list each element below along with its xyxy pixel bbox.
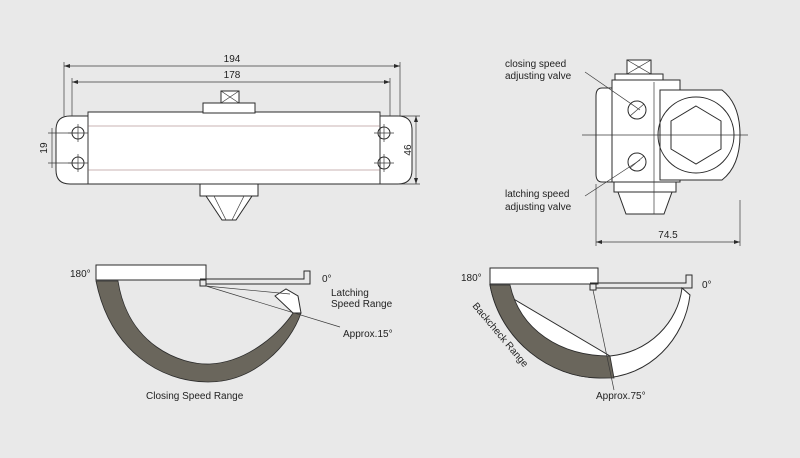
latching-valve-label-1: latching speed <box>505 189 570 200</box>
dimension-46: 46 <box>398 115 420 185</box>
dimension-19: 19 <box>39 128 78 168</box>
front-view: 194 178 19 46 <box>39 54 420 221</box>
latching-label-2: Speed Range <box>331 299 393 310</box>
dimension-178: 178 <box>71 70 391 116</box>
pinion-top <box>202 90 256 114</box>
backcheck-closed-arm <box>590 274 693 289</box>
latch-angle-leader <box>205 285 341 328</box>
closer-body <box>87 111 381 185</box>
closing-speed-diagram: 180° 0° Latching Speed Range Approx.15° … <box>70 264 393 402</box>
side-view: closing speed adjusting valve latching s… <box>505 59 748 246</box>
closed-arm <box>200 270 311 285</box>
dimension-74-5: 74.5 <box>595 184 741 246</box>
side-pinion <box>614 59 664 81</box>
hex-spindle <box>670 105 722 165</box>
dim-194-label: 194 <box>224 54 241 65</box>
backcheck-door-leaf <box>489 267 599 285</box>
dimension-194: 194 <box>63 54 401 116</box>
leader-latching-valve <box>584 159 641 197</box>
closing-angle-0: 0° <box>322 274 332 285</box>
latching-label-1: Latching <box>331 288 369 299</box>
backcheck-angle-0: 0° <box>702 280 712 291</box>
latching-valve <box>627 152 647 172</box>
dim-46-label: 46 <box>403 144 414 156</box>
latching-valve-label-2: adjusting valve <box>505 202 572 213</box>
closing-valve <box>627 100 647 120</box>
dim-19-label: 19 <box>39 142 50 154</box>
closing-range-band <box>95 280 302 383</box>
leader-closing-valve <box>584 71 641 111</box>
backcheck-diagram: 180° 0° Backcheck Range Approx.75° <box>461 267 712 402</box>
backcheck-range-band <box>489 284 615 379</box>
closing-valve-label-2: adjusting valve <box>505 71 572 82</box>
closing-valve-label-1: closing speed <box>505 59 566 70</box>
backcheck-angle-180: 180° <box>461 273 482 284</box>
latching-range-band <box>274 288 302 314</box>
dim-178-label: 178 <box>224 70 241 81</box>
backcheck-angle-leader <box>592 289 615 391</box>
latch-angle-label: Approx.15° <box>343 329 393 340</box>
backcheck-angle-label: Approx.75° <box>596 391 646 402</box>
closing-angle-180: 180° <box>70 269 91 280</box>
side-bottom-cone <box>613 181 677 215</box>
door-open-leaf <box>95 264 207 281</box>
dim-74-5-label: 74.5 <box>658 230 678 241</box>
valve-cone <box>199 183 259 221</box>
closing-range-label: Closing Speed Range <box>146 391 244 402</box>
